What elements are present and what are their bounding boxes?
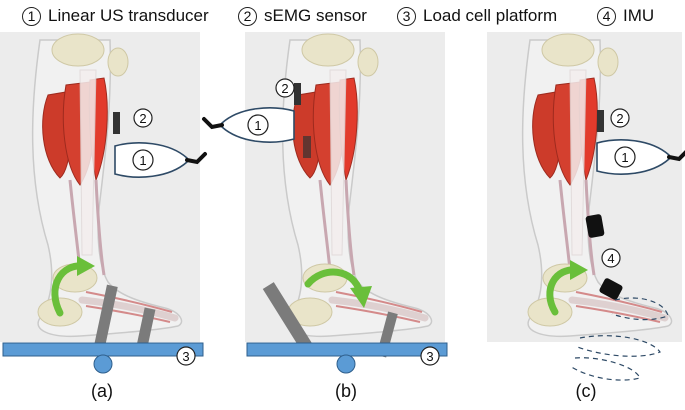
legend-label: Load cell platform [423, 6, 558, 25]
panel-label-a: (a) [91, 381, 113, 401]
legend-label: sEMG sensor [264, 6, 367, 25]
panel-label-c: (c) [575, 381, 597, 401]
legend-number: 1 [22, 6, 41, 26]
marker-number: 3 [426, 349, 433, 364]
legend-item-semg: 2 sEMG sensor [238, 4, 367, 28]
foot-strap [262, 282, 316, 356]
linear-us-transducer-icon: 1 [202, 105, 296, 145]
marker-number: 2 [139, 111, 146, 126]
platform-pivot [336, 354, 356, 374]
legend-number: 4 [597, 6, 616, 26]
legend-item-imu: 4 IMU [597, 4, 654, 28]
marker-number: 4 [607, 251, 614, 266]
panel-label-b: (b) [335, 381, 357, 401]
rotation-arrow-icon [304, 268, 372, 308]
marker-number: 3 [182, 349, 189, 364]
imu-icon [599, 278, 623, 300]
marker-2: 2 [610, 108, 630, 128]
legend: 1 Linear US transducer 2 sEMG sensor 3 L… [0, 0, 685, 30]
panel-b: 2 1 3 [202, 32, 448, 374]
foot-strap [135, 307, 156, 354]
foot-motion-outlines [569, 297, 669, 381]
legend-label: Linear US transducer [48, 6, 209, 25]
semg-sensor-icon [294, 83, 301, 105]
imu-icon [585, 214, 605, 238]
marker-number: 1 [254, 118, 261, 133]
panel-c: 2 1 4 [487, 32, 685, 381]
legend-item-platform: 3 Load cell platform [397, 4, 557, 28]
marker-2: 2 [133, 108, 153, 128]
foot-strap [92, 284, 118, 354]
legend-item-transducer: 1 Linear US transducer [22, 4, 209, 28]
marker-4: 4 [601, 248, 621, 268]
marker-number: 2 [616, 111, 623, 126]
rotation-arrow-icon [51, 256, 95, 317]
platform-pivot [93, 354, 113, 374]
marker-3: 3 [176, 346, 196, 366]
rotation-arrow-icon [546, 260, 588, 316]
marker-3: 3 [420, 346, 440, 366]
legend-label: IMU [623, 6, 655, 25]
legend-number: 3 [397, 6, 416, 26]
legend-number: 2 [238, 6, 257, 26]
marker-number: 1 [139, 153, 146, 168]
semg-sensor-icon [113, 112, 120, 134]
load-cell-platform-icon [2, 342, 204, 357]
linear-us-transducer-icon: 1 [595, 137, 685, 177]
linear-us-transducer-icon: 1 [113, 140, 207, 180]
transducer-contact [303, 136, 311, 158]
marker-number: 2 [281, 81, 288, 96]
marker-2: 2 [275, 78, 295, 98]
load-cell-platform-icon [246, 342, 448, 357]
marker-number: 1 [621, 150, 628, 165]
panel-a: 2 1 3 [0, 32, 207, 374]
semg-sensor-icon [597, 110, 604, 132]
